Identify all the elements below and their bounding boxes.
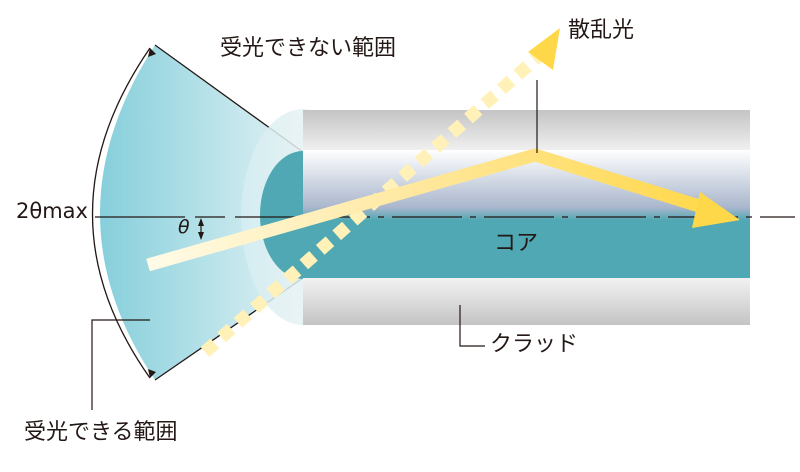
arc-arrow-top	[148, 48, 156, 57]
core-label: コア	[494, 231, 539, 256]
guided-light-ray	[146, 148, 714, 272]
two-theta-max-label: 2θmax	[16, 199, 88, 223]
two-theta-max-arc	[91, 47, 151, 379]
acceptance-cone	[100, 45, 303, 380]
scattered-light-label: 散乱光	[568, 18, 635, 43]
non-acceptance-range-label: 受光できない範囲	[220, 36, 397, 61]
theta-arrowheads	[198, 218, 204, 240]
acceptance-range-label: 受光できる範囲	[24, 420, 178, 445]
cladding-top	[303, 110, 750, 152]
theta-label: θ	[178, 216, 190, 238]
scattered-light-arrowhead	[528, 28, 560, 70]
acceptance-range-leader	[91, 319, 150, 410]
cladding-leader	[459, 305, 485, 347]
core	[303, 150, 750, 278]
cladding-bottom	[303, 278, 750, 325]
cladding-label: クラッド	[490, 332, 579, 357]
guided-light-arrowhead	[692, 192, 740, 228]
arc-arrow-bottom	[148, 369, 156, 378]
